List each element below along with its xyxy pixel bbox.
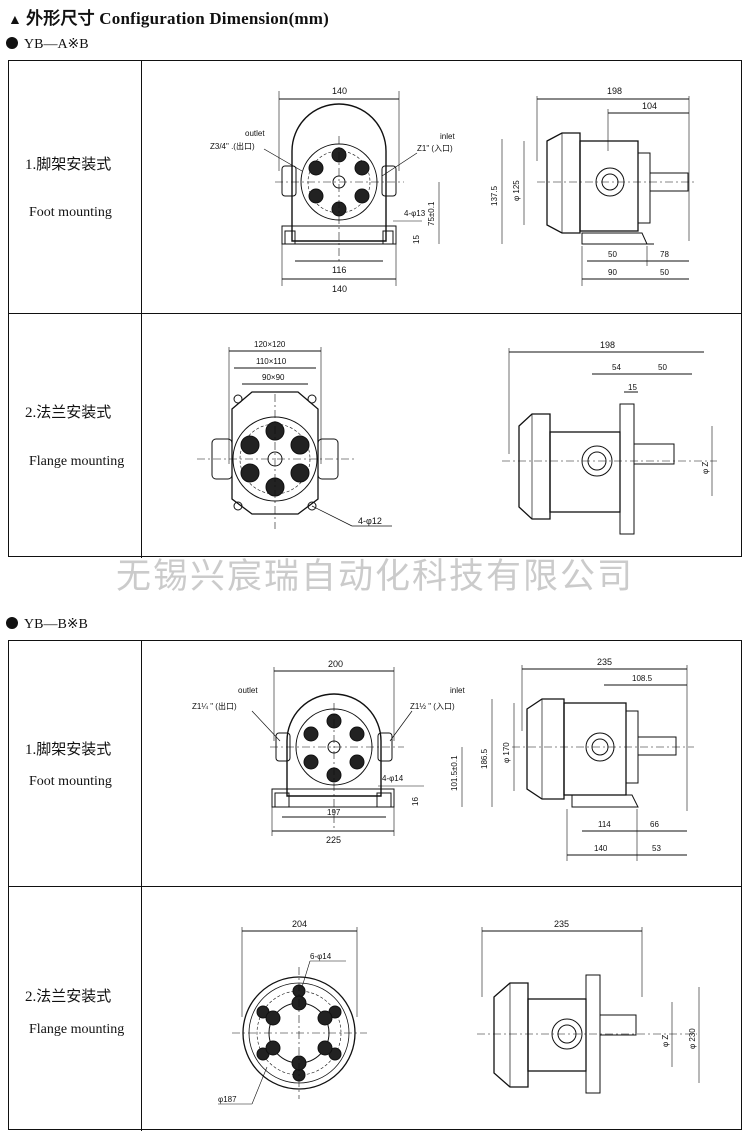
flange-side-total: 198 (600, 340, 615, 350)
flange-mount-drawing: 120×120 110×110 90×90 (197, 340, 717, 535)
side-dim-3: 90 (608, 268, 617, 277)
side-dim-1: 114 (598, 820, 611, 829)
side-dim-bore: φ 170 (502, 742, 511, 763)
side-dim-total: 198 (607, 86, 622, 96)
flange-bolt-spec: 6-φ14 (310, 952, 332, 961)
front-view: 120×120 110×110 90×90 (197, 340, 392, 529)
section-header-yb-b: YB—B※B (6, 616, 88, 633)
mount-type-en: Flange mounting (29, 454, 125, 469)
label-cell: 2.法兰安装式 Flange mounting (9, 887, 142, 1131)
dim-shaft-height: 75±0.1 (427, 201, 436, 226)
flange-dim-3: 90×90 (262, 373, 285, 382)
flange-side-body: φ 230 (688, 1028, 697, 1049)
side-dim-4: 53 (652, 844, 661, 853)
front-view: 140 (210, 86, 455, 294)
dimension-table-yb-a: 1.脚架安装式 Foot mounting 140 (8, 60, 742, 558)
bullet-icon (6, 617, 18, 629)
side-view: 198 54 50 15 φ Z (502, 340, 717, 535)
mount-type-en: Flange mounting (29, 1022, 125, 1037)
inlet-label: inlet (440, 132, 455, 141)
dimension-table-yb-b: 1.脚架安装式 Foot mounting 200 (8, 640, 742, 1131)
side-dim-body-height: 186.5 (480, 748, 489, 769)
flange-dim-1: 120×120 (254, 340, 286, 349)
side-dim-part: 108.5 (632, 674, 653, 683)
triangle-icon: ▲ (8, 13, 23, 28)
flange-side-1: 54 (612, 363, 621, 372)
label-cell: 2.法兰安装式 Flange mounting (9, 314, 142, 558)
dim-shaft-height: 101.5±0.1 (450, 755, 459, 791)
side-dim-4: 50 (660, 268, 669, 277)
front-view: 204 (218, 919, 367, 1105)
inlet-size: Z1½ " (入口) (410, 702, 455, 711)
dim-base-thickness: 16 (411, 797, 420, 806)
row-foot-mounting: 1.脚架安装式 Foot mounting 140 (9, 61, 741, 313)
mount-type-cn: 1.脚架安装式 (25, 157, 112, 173)
bullet-icon (6, 37, 18, 49)
dim-base-inner: 116 (332, 265, 346, 275)
dim-top-width: 200 (328, 659, 343, 669)
side-dim-body-height: 137.5 (490, 185, 499, 206)
flange-pcd: φ187 (218, 1095, 237, 1104)
outlet-label: outlet (245, 129, 265, 138)
page-title: ▲外形尺寸 Configuration Dimension(mm) (8, 9, 330, 28)
drawing-cell: 120×120 110×110 90×90 (142, 314, 741, 558)
dim-base-outer: 225 (326, 835, 341, 845)
side-dim-3: 140 (594, 844, 608, 853)
foot-mount-drawing: 140 (210, 86, 697, 294)
flange-side-2: 50 (658, 363, 667, 372)
mount-type-cn: 1.脚架安装式 (25, 742, 112, 758)
side-dim-total: 235 (597, 657, 612, 667)
flange-side-shaft: φ Z (661, 1035, 670, 1047)
inlet-label: inlet (450, 686, 465, 695)
row-flange-mounting: 2.法兰安装式 Flange mounting 204 (9, 886, 741, 1131)
side-view: 198 104 137.5 (490, 86, 697, 286)
mount-type-en: Foot mounting (29, 205, 112, 220)
flange-bolt-spec: 4-φ12 (358, 516, 382, 526)
label-cell: 1.脚架安装式 Foot mounting (9, 641, 142, 886)
mount-type-cn: 2.法兰安装式 (25, 405, 112, 421)
outlet-label: outlet (238, 686, 258, 695)
row-foot-mounting: 1.脚架安装式 Foot mounting 200 (9, 641, 741, 886)
side-dim-1: 50 (608, 250, 617, 259)
mount-type-cn: 2.法兰安装式 (25, 989, 112, 1005)
drawing-cell: 200 (142, 641, 741, 886)
outlet-size: Z3/4" .(出口) (210, 141, 255, 151)
side-dim-2: 78 (660, 250, 669, 259)
flange-side-3: 15 (628, 383, 637, 392)
bolt-spec: 4-φ13 (404, 209, 426, 218)
drawing-cell: 204 (142, 887, 741, 1131)
dim-base-outer: 140 (332, 284, 347, 294)
mount-type-en: Foot mounting (29, 774, 112, 789)
side-view: 235 108.5 186.5 (480, 657, 694, 861)
inlet-size: Z1" (入口) (417, 144, 453, 153)
side-dim-part: 104 (642, 101, 657, 111)
flange-width: 204 (292, 919, 307, 929)
drawing-cell: 140 (142, 61, 741, 313)
dim-base-thickness: 15 (412, 235, 421, 244)
flange-mount-drawing: 204 (218, 919, 700, 1105)
watermark: 无锡兴宸瑞自动化科技有限公司 (115, 557, 634, 597)
flange-side-shaft: φ Z (701, 462, 710, 474)
outlet-size: Z1¼ " (出口) (192, 701, 237, 711)
bolt-spec: 4-φ14 (382, 774, 404, 783)
section-header-yb-a: YB—A※B (6, 36, 89, 53)
dim-top-width: 140 (332, 86, 347, 96)
side-dim-2: 66 (650, 820, 659, 829)
front-view: 200 (192, 659, 465, 845)
side-dim-bore: φ 125 (512, 180, 521, 201)
label-cell: 1.脚架安装式 Foot mounting (9, 61, 142, 313)
foot-mount-drawing: 200 (192, 657, 694, 861)
flange-dim-2: 110×110 (256, 357, 287, 366)
flange-side-total: 235 (554, 919, 569, 929)
side-view: 235 φ Z φ 230 (477, 919, 700, 1094)
row-flange-mounting: 2.法兰安装式 Flange mounting 120×120 110×110 … (9, 313, 741, 558)
dim-base-inner: 197 (327, 808, 341, 817)
